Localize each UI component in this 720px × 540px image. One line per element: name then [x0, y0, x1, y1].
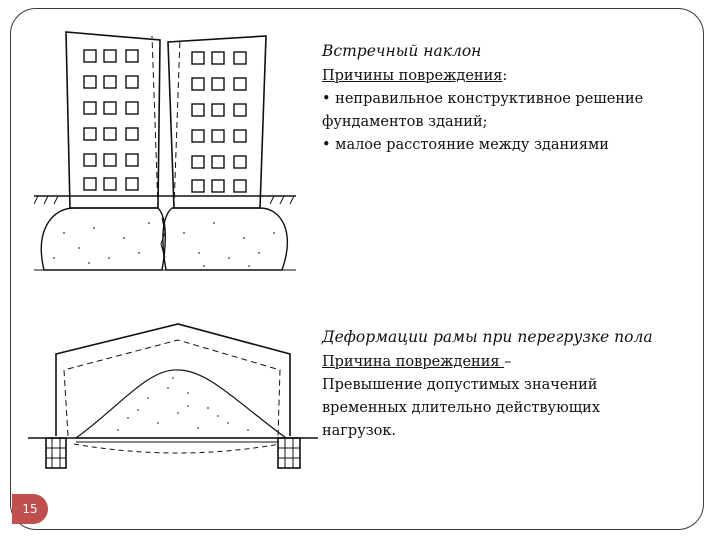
heading-dash: –: [504, 354, 512, 370]
section-frame-deformation: Деформации рамы при перегрузке пола Прич…: [322, 326, 692, 443]
section-heading-line: Причина повреждения –: [322, 351, 692, 374]
section-counter-tilt: Встречный наклон Причины повреждения: • …: [322, 40, 692, 157]
cause-line: временных длительно действующих: [322, 400, 601, 416]
heading-colon: :: [502, 68, 508, 84]
cause-line: • неправильное конструктивное решение: [322, 91, 644, 107]
cause-line: • малое расстояние между зданиями: [322, 137, 609, 153]
damage-cause-heading: Причина повреждения: [322, 354, 505, 370]
cause-line: нагрузок.: [322, 423, 397, 439]
slide-frame: [10, 8, 704, 530]
frame-deformation-illustration: [28, 323, 318, 469]
cause-line: фундаментов зданий;: [322, 114, 488, 130]
page-number-badge: 15: [12, 494, 48, 524]
cause-line: Превышение допустимых значений: [322, 377, 598, 393]
section-title: Встречный наклон: [322, 42, 482, 60]
section-title: Деформации рамы при перегрузке пола: [322, 328, 653, 346]
section-heading-line: Причины повреждения:: [322, 65, 692, 88]
buildings-tilt-illustration: [34, 31, 296, 271]
damage-causes-heading: Причины повреждения: [322, 68, 503, 84]
